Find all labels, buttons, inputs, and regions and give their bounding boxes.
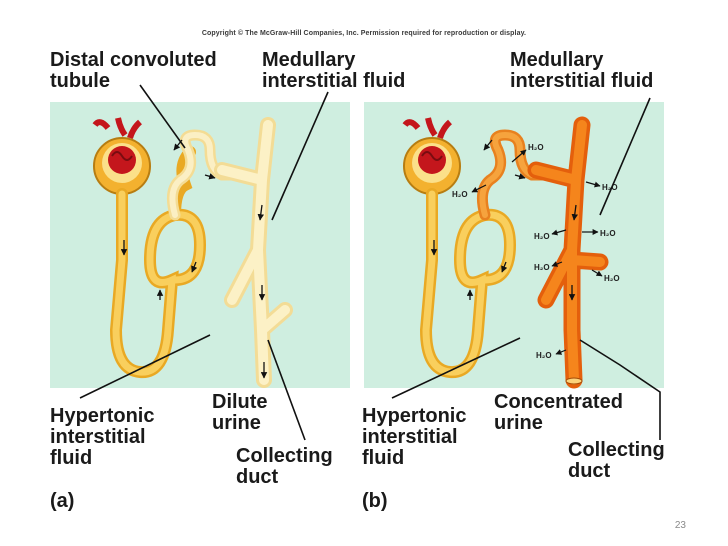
water-label: H₂O [536,351,552,360]
panel-b-glomerulus [402,117,461,195]
label-distal-line2: tubule [50,70,110,92]
label-collecting-b-line1: Collecting [568,439,665,461]
water-label: H₂O [528,143,544,152]
water-label: H₂O [602,183,618,192]
panel-b-letter: (b) [362,490,388,512]
label-concentrated-line2: urine [494,412,543,434]
label-medullary-a-line2: interstitial fluid [262,70,406,92]
page-number: 23 [674,520,686,531]
label-medullary-b: Medullary interstitial fluid [510,50,653,92]
panel-b-water-labels: H₂O H₂O H₂O H₂O H₂O H₂O H₂O H₂O [452,143,620,360]
label-hypertonic-b-line1: Hypertonic [362,405,467,427]
panel-a-letter: (a) [50,490,75,512]
water-label: H₂O [604,274,620,283]
copyright-notice: Copyright © The McGraw-Hill Companies, I… [201,30,527,37]
label-hypertonic-a-line2: interstitial [50,426,146,448]
label-collecting-a-line2: duct [236,466,279,488]
label-distal-tubule: Distal convoluted tubule [50,50,217,92]
label-hypertonic-a-line3: fluid [50,447,93,469]
label-collecting-a-line1: Collecting [236,445,333,467]
label-collecting-b-line2: duct [568,460,611,482]
label-medullary-b-line1: Medullary [510,49,604,71]
label-collecting-duct-b: Collecting duct [568,440,665,482]
water-label: H₂O [452,190,468,199]
label-concentrated-urine: Concentrated urine [494,392,623,434]
label-hypertonic-a-line1: Hypertonic [50,405,155,427]
label-hypertonic-b-line2: interstitial [362,426,458,448]
panel-a-leader-lines [79,84,329,441]
label-concentrated-line1: Concentrated [494,391,623,413]
water-label: H₂O [534,232,550,241]
label-distal-line1: Distal convoluted [50,49,217,71]
label-collecting-duct-a: Collecting duct [236,446,333,488]
water-label: H₂O [600,229,616,238]
label-dilute-line1: Dilute [212,391,268,413]
label-medullary-a: Medullary interstitial fluid [262,50,405,92]
panel-b-leader-lines [391,97,661,440]
label-medullary-a-line1: Medullary [262,49,356,71]
label-hypertonic-b: Hypertonic interstitial fluid [362,406,466,469]
panel-b-flow-arrows [430,139,578,301]
label-dilute-urine: Dilute urine [212,392,268,434]
label-dilute-line2: urine [212,412,261,434]
panel-a-glomerulus [92,117,151,195]
label-medullary-b-line2: interstitial fluid [510,70,654,92]
panel-b-water-arrows [471,149,603,355]
label-hypertonic-b-line3: fluid [362,447,405,469]
water-label: H₂O [534,263,550,272]
label-hypertonic-a: Hypertonic interstitial fluid [50,406,154,469]
